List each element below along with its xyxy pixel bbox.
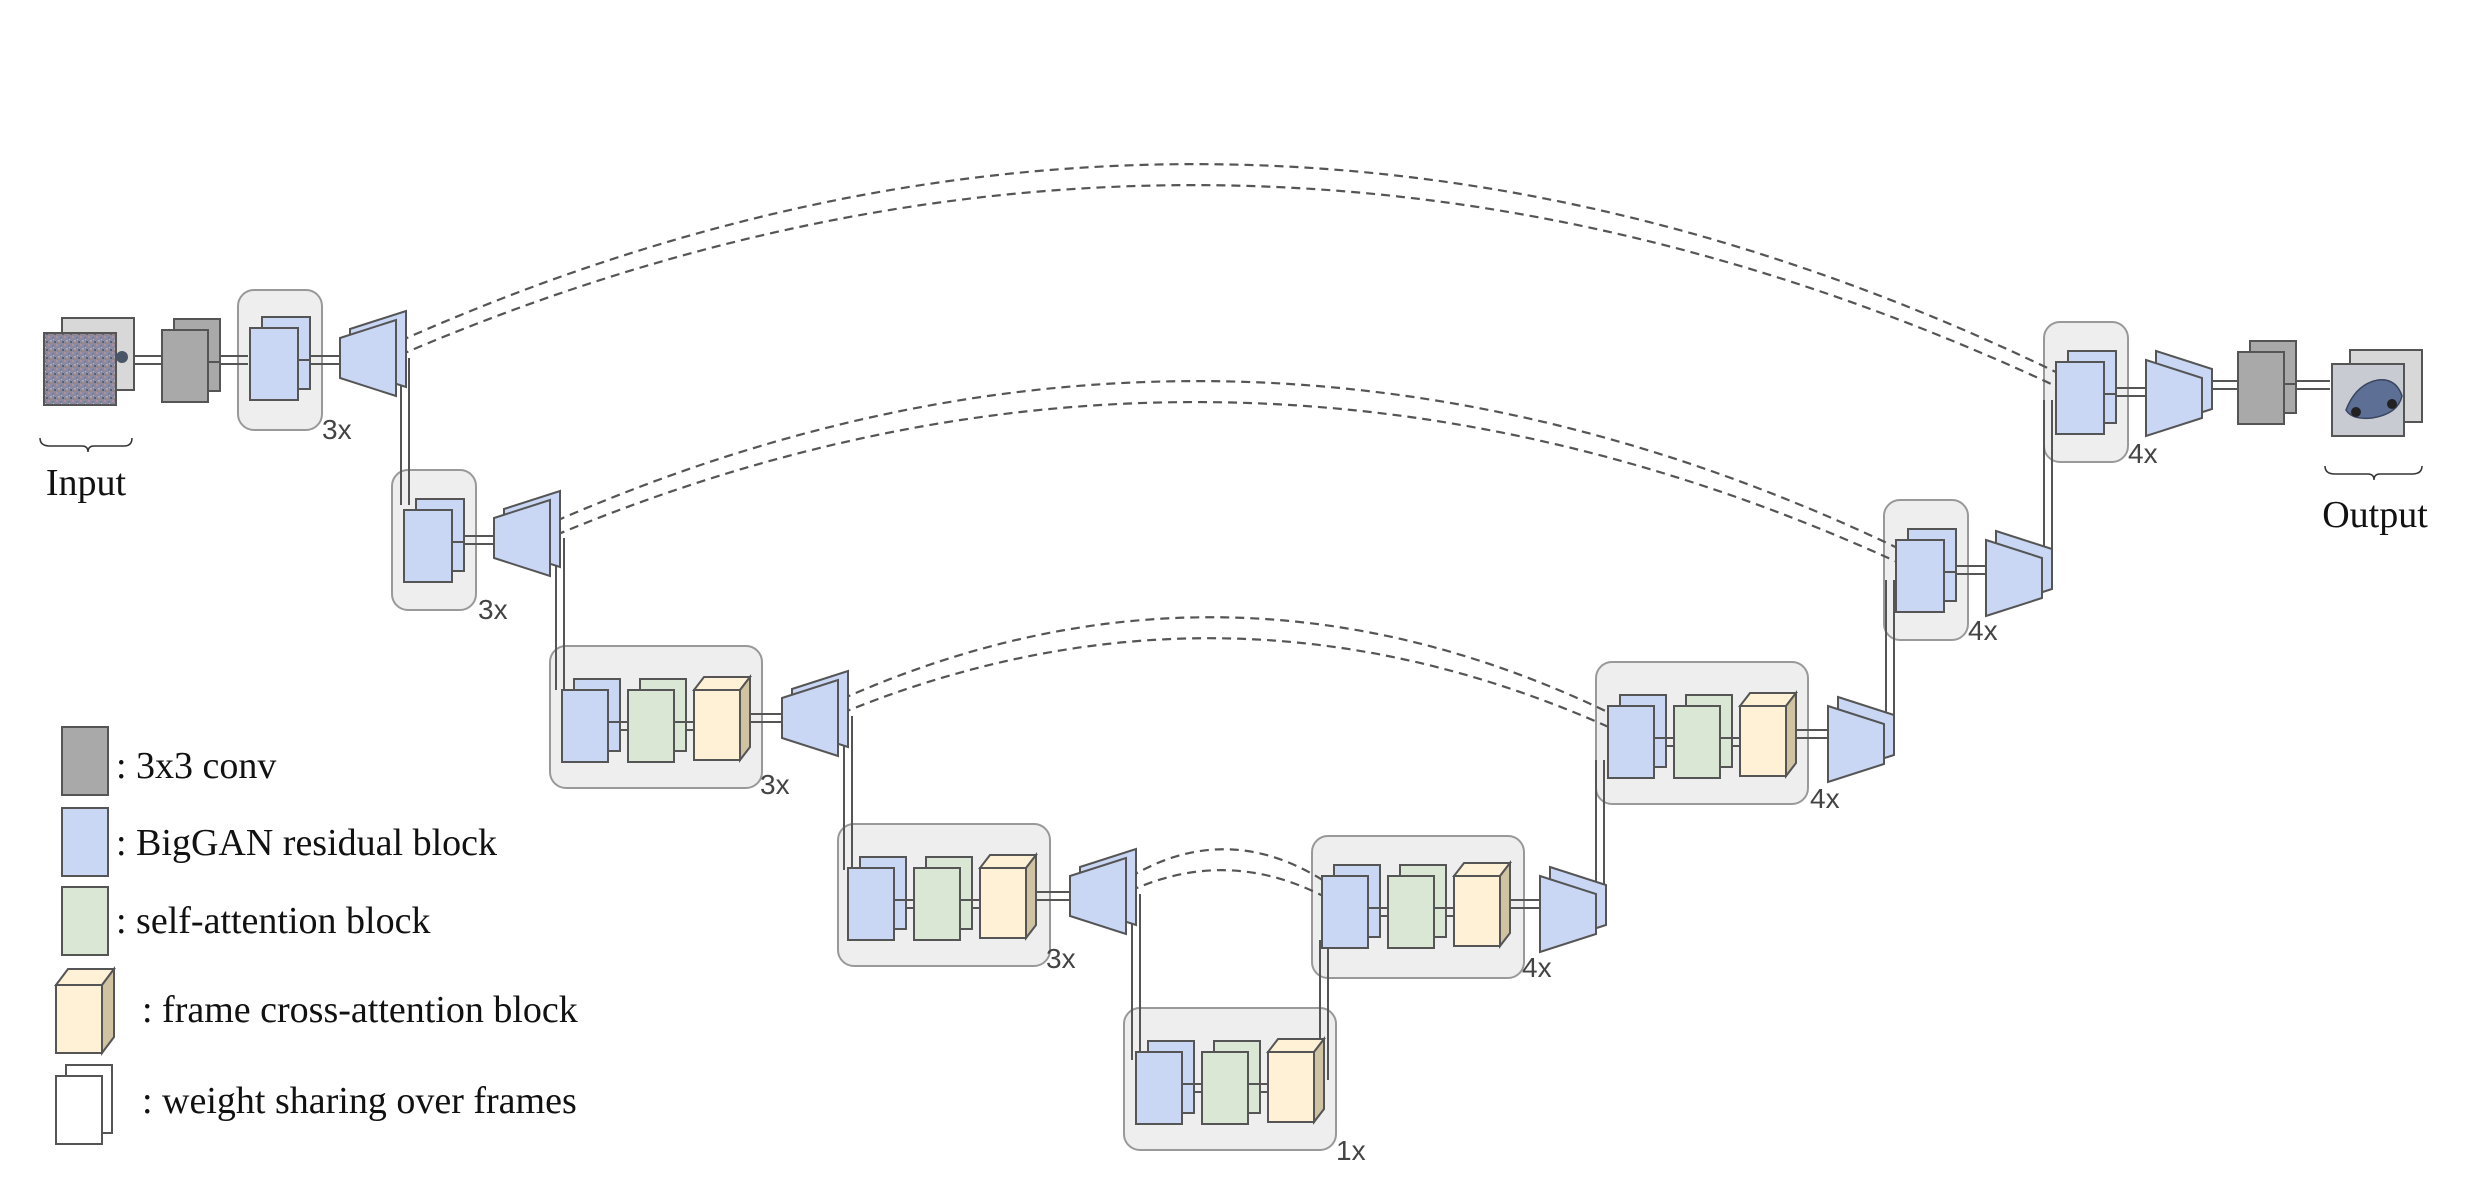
noise-image — [43, 332, 117, 406]
self-attention-block — [1387, 875, 1435, 949]
upsample-block — [1985, 538, 2043, 618]
residual-block — [249, 327, 299, 401]
skip-connection-line — [555, 400, 1909, 568]
cross-attention-block-side — [739, 674, 751, 763]
cross-attention-block-side — [1499, 860, 1511, 949]
skip-connection-line — [399, 163, 2063, 376]
car-image-body — [2345, 379, 2403, 420]
upsample-block — [1827, 704, 1885, 784]
cross-attention-block-side — [1025, 852, 1037, 941]
cross-attention-block-side — [1785, 690, 1797, 779]
legend: : 3x3 conv : BigGAN residual block : sel… — [54, 726, 578, 1145]
residual-block — [1135, 1051, 1183, 1125]
skip-connection-line — [1129, 869, 1337, 904]
legend-weight-sharing-text: : weight sharing over frames — [142, 1080, 577, 1122]
residual-block — [1607, 705, 1655, 779]
self-attention-block — [913, 867, 961, 941]
upsample-block — [1539, 874, 1597, 954]
upsample-block — [2145, 358, 2203, 438]
car-image-wheel — [2387, 399, 2397, 409]
legend-cross-attention-text: : frame cross-attention block — [142, 989, 578, 1031]
self-attention-block — [1201, 1051, 1249, 1125]
residual-block — [1321, 875, 1369, 949]
car-image-wheel — [2351, 407, 2361, 417]
cross-attention-block-side — [1313, 1036, 1325, 1125]
skip-connection-line — [841, 637, 1623, 734]
residual-block — [847, 867, 895, 941]
legend-conv-text: : 3x3 conv — [116, 745, 276, 787]
input-label: Input — [46, 462, 127, 504]
legend-self-attention-text: : self-attention block — [116, 900, 430, 942]
output-label: Output — [2322, 494, 2428, 536]
skip-connection-line — [1129, 848, 1337, 890]
input-brace — [39, 437, 133, 453]
legend-swatch-conv — [61, 726, 109, 796]
self-attention-block — [627, 689, 675, 763]
repeat-count: 3x — [478, 594, 508, 625]
repeat-count: 4x — [1810, 783, 1840, 814]
self-attention-block — [1673, 705, 1721, 779]
legend-swatch-cross-attention — [54, 966, 116, 1056]
cross-attention-block — [1267, 1051, 1315, 1123]
legend-residual-text: : BigGAN residual block — [116, 822, 497, 864]
downsample-block — [1069, 856, 1127, 936]
input-frame-detail — [116, 351, 128, 363]
repeat-count: 1x — [1336, 1135, 1366, 1166]
repeat-count: 3x — [322, 414, 352, 445]
conv-block — [2237, 351, 2285, 425]
residual-block — [2055, 361, 2105, 435]
legend-swatch-residual — [61, 807, 109, 877]
residual-block — [403, 509, 453, 583]
repeat-count: 4x — [1968, 615, 1998, 646]
cross-attention-block — [693, 689, 741, 761]
residual-block — [561, 689, 609, 763]
repeat-count: 4x — [2128, 438, 2158, 469]
cross-attention-block — [1739, 705, 1787, 777]
skip-connection-line — [399, 184, 2063, 390]
skip-connection-line — [555, 379, 1909, 554]
output-brace — [2324, 465, 2423, 481]
repeat-count: 3x — [1046, 943, 1076, 974]
repeat-count: 3x — [760, 769, 790, 800]
cross-attention-block — [1453, 875, 1501, 947]
downsample-block — [493, 498, 551, 578]
conv-block — [161, 329, 209, 403]
blocks — [43, 309, 2423, 1125]
residual-block — [1895, 539, 1945, 613]
downsample-block — [781, 678, 839, 758]
connectors — [116, 355, 2330, 1093]
legend-swatch-weight-sharing — [55, 1064, 113, 1145]
legend-swatch-self-attention — [61, 886, 109, 956]
skip-connection-line — [841, 616, 1623, 720]
cross-attention-block — [979, 867, 1027, 939]
downsample-block — [339, 318, 397, 398]
skip-connections — [399, 163, 2063, 904]
repeat-count: 4x — [1522, 952, 1552, 983]
